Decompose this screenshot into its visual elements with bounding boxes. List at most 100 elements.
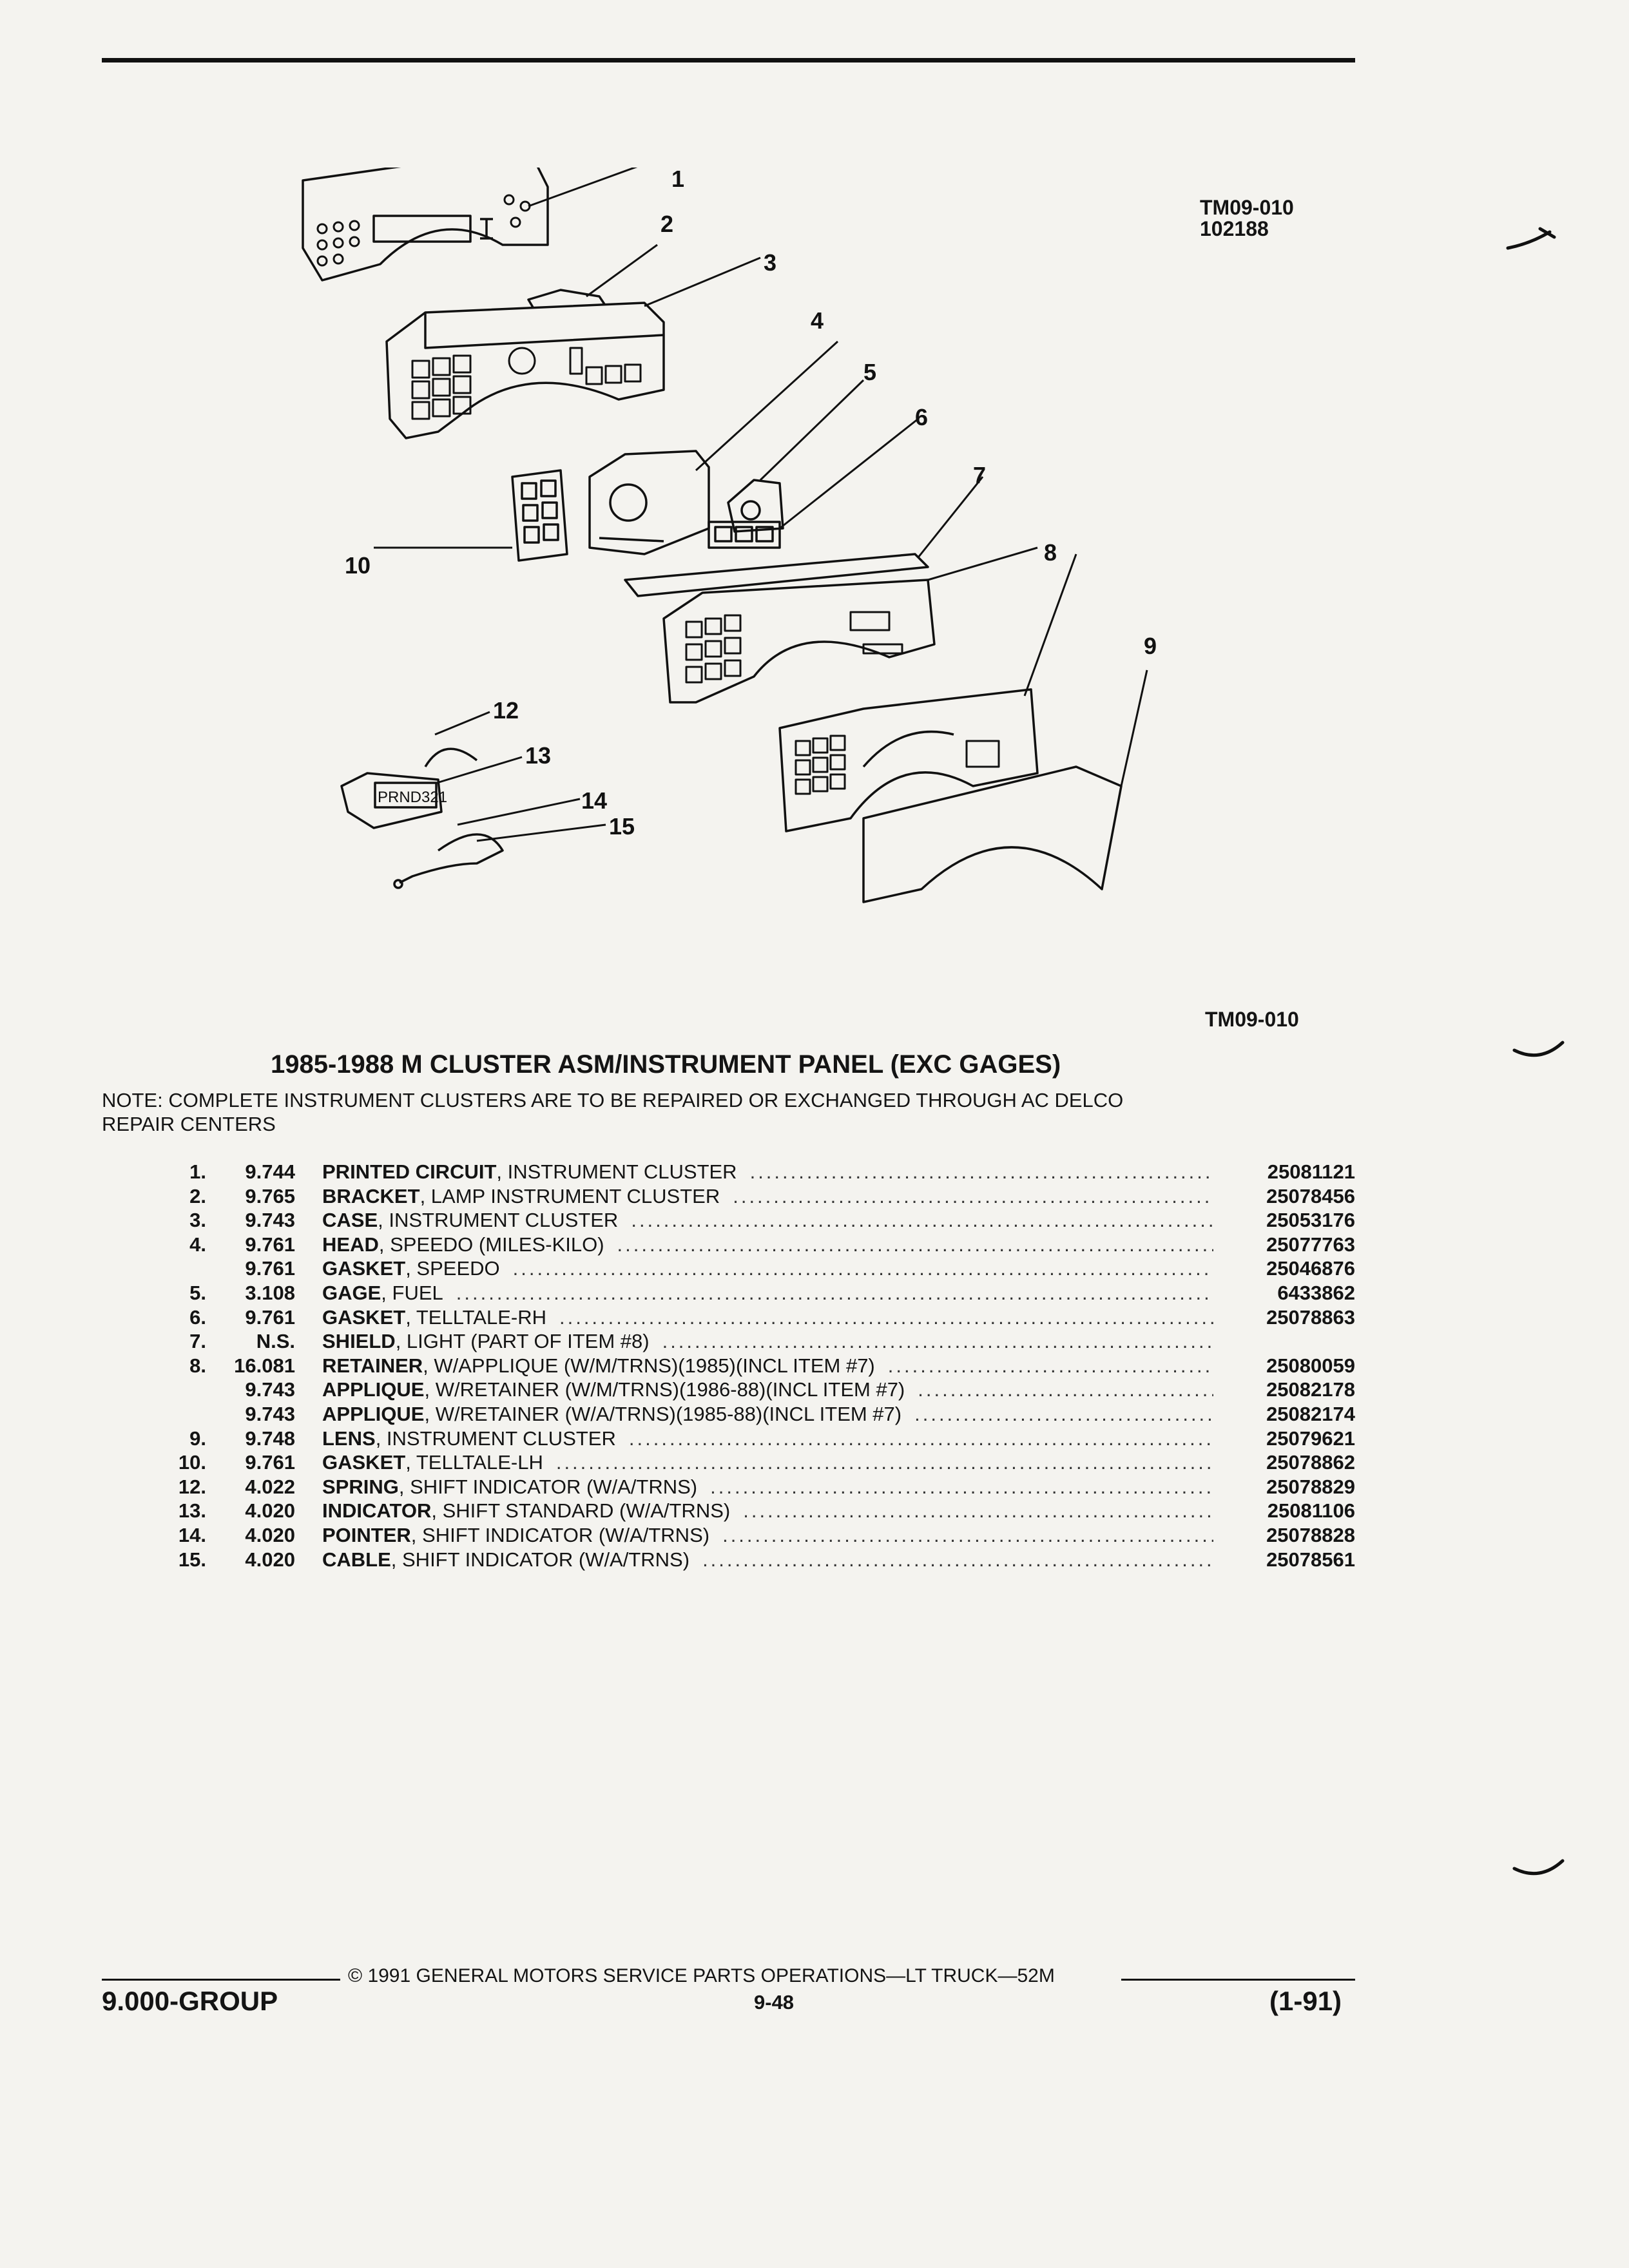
item-number: 15. bbox=[178, 1548, 206, 1571]
part-number: 25078862 bbox=[1266, 1451, 1355, 1474]
part-name: SHIELD, LIGHT (PART OF ITEM #8) bbox=[322, 1329, 650, 1354]
binder-mark-middle bbox=[1512, 1041, 1565, 1057]
printed-circuit-drawing bbox=[302, 168, 549, 282]
dot-leader: ........................................… bbox=[722, 1523, 1213, 1546]
dot-leader: ........................................… bbox=[733, 1184, 1213, 1207]
callout-7: 7 bbox=[973, 462, 986, 488]
group-number: 4.020 bbox=[245, 1523, 295, 1546]
gasket-rh-drawing bbox=[708, 521, 781, 549]
dot-leader: ........................................… bbox=[617, 1233, 1213, 1256]
dot-leader: ........................................… bbox=[631, 1209, 1213, 1232]
part-description: , W/APPLIQUE (W/M/TRNS)(1985)(INCL ITEM … bbox=[423, 1354, 875, 1377]
part-number: 25081106 bbox=[1267, 1499, 1355, 1523]
part-name-bold: GASKET bbox=[322, 1257, 406, 1280]
part-name-bold: CABLE bbox=[322, 1548, 391, 1571]
part-name-bold: APPLIQUE bbox=[322, 1378, 425, 1401]
group-number: N.S. bbox=[256, 1330, 295, 1353]
item-number: 4. bbox=[189, 1233, 206, 1256]
top-rule bbox=[102, 58, 1355, 62]
dot-leader: ........................................… bbox=[710, 1475, 1213, 1498]
part-description: , LIGHT (PART OF ITEM #8) bbox=[395, 1330, 650, 1353]
part-description: , SPEEDO bbox=[405, 1257, 500, 1280]
group-number: 9.743 bbox=[245, 1209, 295, 1232]
dot-leader: ........................................… bbox=[662, 1330, 1213, 1353]
part-name: SPRING, SHIFT INDICATOR (W/A/TRNS) bbox=[322, 1475, 697, 1499]
group-number: 9.743 bbox=[245, 1378, 295, 1401]
item-number: 14. bbox=[178, 1523, 206, 1546]
part-description: , SHIFT INDICATOR (W/A/TRNS) bbox=[398, 1475, 698, 1498]
group-number: 9.761 bbox=[245, 1305, 295, 1329]
part-number: 25080059 bbox=[1266, 1354, 1355, 1377]
part-number: 25078828 bbox=[1266, 1523, 1355, 1546]
group-number: 9.761 bbox=[245, 1257, 295, 1280]
part-name: APPLIQUE, W/RETAINER (W/A/TRNS)(1985-88)… bbox=[322, 1402, 901, 1427]
parts-row: 7. N.S. SHIELD, LIGHT (PART OF ITEM #8)...… bbox=[0, 1329, 1629, 1354]
shield-drawing bbox=[624, 553, 929, 597]
part-name: POINTER, SHIFT INDICATOR (W/A/TRNS) bbox=[322, 1523, 709, 1548]
dot-leader: ........................................… bbox=[628, 1427, 1213, 1450]
callout-13: 13 bbox=[525, 742, 551, 769]
dot-leader: ........................................… bbox=[555, 1451, 1213, 1474]
spring-drawing bbox=[424, 747, 478, 767]
part-name: BRACKET, LAMP INSTRUMENT CLUSTER bbox=[322, 1184, 720, 1209]
figure-label: TM09-010 bbox=[1205, 1008, 1299, 1031]
group-number: 9.744 bbox=[245, 1160, 295, 1183]
part-name: CABLE, SHIFT INDICATOR (W/A/TRNS) bbox=[322, 1548, 689, 1572]
part-description: , SHIFT INDICATOR (W/A/TRNS) bbox=[410, 1523, 710, 1546]
part-name: INDICATOR, SHIFT STANDARD (W/A/TRNS) bbox=[322, 1499, 730, 1523]
part-number: 25078561 bbox=[1266, 1548, 1355, 1571]
part-name-bold: GASKET bbox=[322, 1451, 406, 1474]
part-name-bold: LENS bbox=[322, 1427, 376, 1450]
dot-leader: ........................................… bbox=[702, 1548, 1213, 1571]
lens-drawing bbox=[862, 765, 1123, 903]
part-number: 25078456 bbox=[1266, 1184, 1355, 1207]
parts-row: 14. 4.020 POINTER, SHIFT INDICATOR (W/A/TR… bbox=[0, 1523, 1629, 1548]
part-number: 25081121 bbox=[1267, 1160, 1355, 1183]
item-number: 7. bbox=[189, 1330, 206, 1353]
part-name-bold: BRACKET bbox=[322, 1184, 420, 1207]
part-name-bold: PRINTED CIRCUIT bbox=[322, 1160, 497, 1183]
speedo-head-drawing bbox=[588, 450, 710, 555]
part-number: 25079621 bbox=[1266, 1427, 1355, 1450]
group-number: 9.765 bbox=[245, 1184, 295, 1207]
binder-mark-bottom bbox=[1512, 1859, 1565, 1876]
part-name: RETAINER, W/APPLIQUE (W/M/TRNS)(1985)(IN… bbox=[322, 1354, 875, 1378]
part-number: 25053176 bbox=[1266, 1209, 1355, 1232]
part-name-bold: SPRING bbox=[322, 1475, 399, 1498]
callout-2: 2 bbox=[660, 211, 673, 237]
item-number: 5. bbox=[189, 1281, 206, 1304]
exploded-view-diagram: 1 2 3 4 5 6 7 8 9 10 12 13 14 15 PRND321 bbox=[302, 168, 1157, 903]
group-number: 9.761 bbox=[245, 1451, 295, 1474]
part-name-bold: RETAINER bbox=[322, 1354, 423, 1377]
part-name-bold: HEAD bbox=[322, 1233, 379, 1256]
part-description: , FUEL bbox=[381, 1281, 443, 1304]
footer-page-number: 9-48 bbox=[754, 1991, 795, 2013]
date-code: 102188 bbox=[1200, 217, 1269, 240]
callout-8: 8 bbox=[1044, 539, 1057, 566]
part-name-bold: POINTER bbox=[322, 1523, 411, 1546]
part-number: 6433862 bbox=[1277, 1281, 1355, 1304]
group-number: 9.761 bbox=[245, 1233, 295, 1256]
copyright-text: © 1991 GENERAL MOTORS SERVICE PARTS OPER… bbox=[348, 1965, 1055, 1986]
dot-leader: ........................................… bbox=[914, 1402, 1213, 1425]
part-description: , INSTRUMENT CLUSTER bbox=[375, 1427, 616, 1450]
part-name: HEAD, SPEEDO (MILES-KILO) bbox=[322, 1233, 604, 1257]
dot-leader: ........................................… bbox=[887, 1354, 1213, 1377]
dot-leader: ........................................… bbox=[743, 1499, 1213, 1523]
footer-rule-left bbox=[102, 1979, 340, 1981]
item-number: 12. bbox=[178, 1475, 206, 1498]
part-name-bold: GASKET bbox=[322, 1305, 406, 1329]
part-name: GASKET, TELLTALE-RH bbox=[322, 1305, 546, 1330]
applique-drawing bbox=[778, 688, 1039, 832]
callout-12: 12 bbox=[493, 697, 519, 724]
group-number: 3.108 bbox=[245, 1281, 295, 1304]
part-name: GAGE, FUEL bbox=[322, 1281, 443, 1305]
part-number: 25082178 bbox=[1266, 1378, 1355, 1401]
